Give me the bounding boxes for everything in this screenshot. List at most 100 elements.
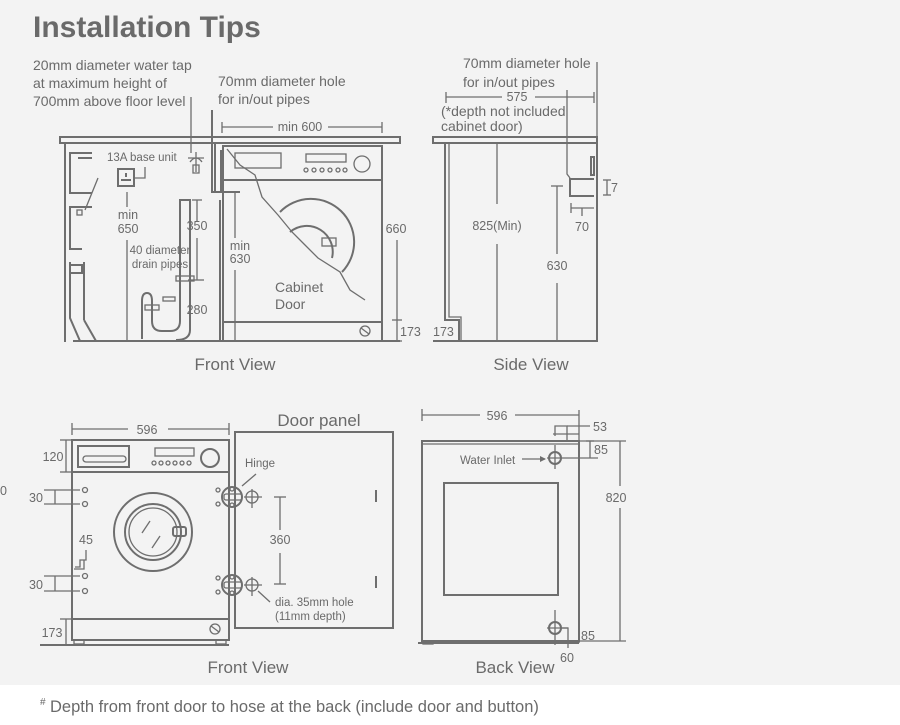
dim-596-front-label: 596 — [137, 423, 158, 437]
hole-arrow — [257, 590, 271, 603]
hinge-upper — [215, 486, 243, 508]
hinge-arrow — [241, 473, 257, 487]
dim-596-front: 596 — [71, 423, 230, 437]
dim-30-lower: 30 — [29, 572, 89, 595]
countertop — [59, 136, 401, 144]
drain-pipe — [141, 199, 195, 341]
cabinet-door-label-line2: Door — [275, 296, 306, 312]
dim-85-top-label: 85 — [594, 443, 608, 457]
dim-825: 825(Min) — [472, 142, 522, 341]
dim-173-label: 173 — [400, 325, 421, 339]
footnote-mark: # — [40, 697, 46, 708]
dim-53-label: 53 — [593, 420, 607, 434]
front-view-machine: 596 120 0 30 45 — [0, 411, 394, 677]
side-countertop — [432, 136, 598, 144]
dim-120-label: 120 — [43, 450, 64, 464]
program-buttons — [151, 460, 192, 466]
dim-660: 660 173 — [386, 222, 421, 342]
hole-note-line1: 70mm diameter hole — [218, 73, 346, 89]
hole-note-line2: (11mm depth) — [275, 611, 346, 623]
dim-360: 360 — [270, 496, 291, 585]
front-view-caption: Front View — [195, 355, 277, 374]
dim-173-front: 173 — [42, 618, 72, 645]
drain-label-line2: drain pipes — [132, 259, 189, 271]
crosshair-hole-icon — [244, 577, 262, 596]
dim-350-label: 350 — [187, 219, 208, 233]
machine-door — [113, 492, 193, 572]
dim-596-back: 596 — [421, 409, 579, 423]
footnote-text: Depth from front door to hose at the bac… — [50, 698, 539, 716]
washing-machine-installed — [220, 145, 383, 342]
back-view: 596 53 Water Inlet 85 820 — [418, 409, 626, 677]
socket-icon — [117, 167, 146, 187]
back-panel — [443, 482, 559, 596]
dim-120: 120 — [43, 439, 72, 473]
side-hole-note-line1: 70mm diameter hole — [463, 55, 591, 71]
hole-note-line1: dia. 35mm hole — [275, 597, 354, 609]
dim-820: 820 — [579, 440, 627, 642]
drain-outlet-icon — [547, 610, 569, 648]
dim-596-back-label: 596 — [487, 409, 508, 423]
dim-350: 350 — [187, 199, 208, 281]
depth-note-line1: (*depth not included — [441, 103, 566, 119]
machine-body — [71, 439, 230, 641]
dim-360-label: 360 — [270, 533, 291, 547]
back-view-caption: Back View — [475, 658, 555, 677]
tap-note-line3: 700mm above floor level — [33, 93, 186, 109]
dim-825-label: 825(Min) — [472, 219, 521, 233]
dim-820-label: 820 — [606, 491, 627, 505]
side-panel-outer — [444, 143, 460, 341]
filter-screw — [209, 623, 221, 635]
cabinet-door-label-line1: Cabinet — [275, 279, 323, 295]
door-panel-label: Door panel — [277, 411, 360, 430]
dim-7-label: 7 — [611, 181, 618, 195]
dim-min600: min 600 — [221, 120, 383, 134]
water-inlet-label: Water Inlet — [460, 455, 516, 467]
hole-note-line2: for in/out pipes — [218, 91, 310, 107]
hinge-lower — [215, 574, 243, 596]
dim-70-label: 70 — [575, 220, 589, 234]
dim-630-side-label: 630 — [547, 259, 568, 273]
tap-note-line1: 20mm diameter water tap — [33, 57, 192, 73]
dim-30-lower-label: 30 — [29, 578, 43, 592]
dim-min650: min 650 — [118, 192, 139, 342]
dim-660-label: 660 — [386, 222, 407, 236]
dim-30-upper-label: 30 — [29, 491, 43, 505]
front-view-installed: 20mm diameter water tap at maximum heigh… — [33, 57, 421, 374]
dim-53: 53 — [553, 420, 607, 441]
dim-85-bottom-label: 85 — [581, 629, 595, 643]
crosshair-hole-icon — [244, 489, 262, 508]
hinge-label: Hinge — [245, 458, 275, 470]
dim-30-upper: 30 — [29, 486, 89, 508]
dim-45: 45 — [74, 533, 93, 570]
front-view-bottom-caption: Front View — [208, 658, 290, 677]
dim-min630: min 630 — [230, 192, 251, 341]
display — [154, 447, 195, 457]
back-body — [421, 440, 580, 642]
cut-off-label: 0 — [0, 484, 7, 498]
side-dim-173-label: 173 — [433, 325, 454, 339]
page-title: Installation Tips — [33, 11, 261, 44]
dim-min630-label-value: 630 — [230, 252, 251, 266]
dim-min650-label-min: min — [118, 208, 138, 222]
base-unit-label: 13A base unit — [107, 152, 178, 164]
dim-60-label: 60 — [560, 651, 574, 665]
dim-173-front-label: 173 — [42, 626, 63, 640]
door-panel — [234, 431, 394, 629]
detergent-drawer — [77, 445, 130, 468]
dim-min600-label: min 600 — [278, 120, 323, 134]
tap-note-line2: at maximum height of — [33, 75, 167, 91]
dim-575-label: 575 — [507, 90, 528, 104]
pipe-hole: 7 70 — [566, 90, 618, 234]
dim-575: 575 — [445, 90, 595, 104]
water-tap-icon — [188, 152, 204, 174]
dim-280-label: 280 — [187, 303, 208, 317]
dim-min630-label-min: min — [230, 239, 250, 253]
program-dial — [200, 448, 220, 468]
side-hole-note-line2: for in/out pipes — [463, 74, 555, 90]
dim-630-side: 630 — [547, 185, 568, 341]
dim-min650-label-value: 650 — [118, 222, 139, 236]
left-cabinet — [69, 152, 99, 342]
drain-label-line1: 40 diameter — [130, 245, 191, 257]
